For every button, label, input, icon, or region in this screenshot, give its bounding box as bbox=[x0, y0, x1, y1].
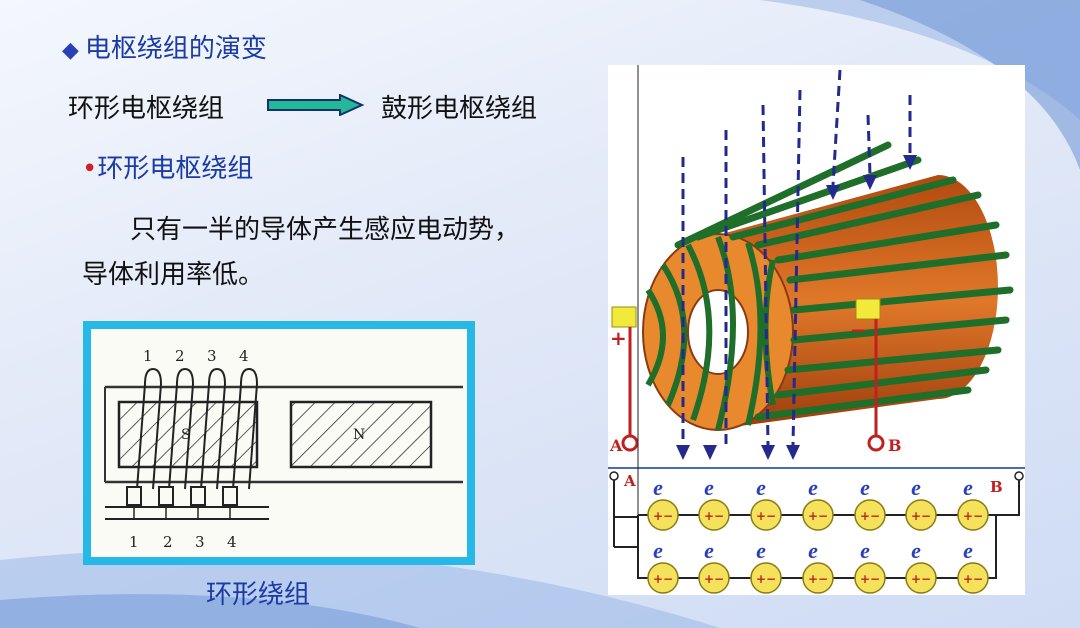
pole-s-label: S bbox=[181, 427, 191, 443]
terminal-a-label: A bbox=[609, 436, 623, 455]
pole-n-box bbox=[289, 400, 433, 469]
heading-text: 电枢绕组的演变 bbox=[84, 34, 267, 64]
cell-2-1: +− bbox=[653, 572, 673, 586]
top-number-4: 4 bbox=[239, 347, 249, 365]
circuit-terminal-a: A bbox=[623, 472, 636, 490]
emf-1-7: e bbox=[963, 475, 973, 500]
emf-2-7: e bbox=[963, 538, 973, 563]
emf-2-4: e bbox=[808, 538, 818, 563]
brush-a bbox=[611, 306, 637, 328]
ring-winding-figure: S N bbox=[83, 321, 475, 565]
slide-heading: ◆电枢绕组的演变 bbox=[62, 28, 267, 65]
emf-1-3: e bbox=[756, 475, 766, 500]
cell-2-6: +− bbox=[911, 572, 931, 586]
bottom-number-3: 3 bbox=[195, 533, 205, 551]
top-number-3: 3 bbox=[207, 347, 217, 365]
emf-1-2: e bbox=[704, 475, 714, 500]
cell-2-7: +− bbox=[963, 572, 983, 586]
cell-1-3: +− bbox=[756, 509, 776, 523]
armature-diagram: + − A B A B bbox=[608, 65, 1025, 594]
cell-1-2: +− bbox=[704, 509, 724, 523]
bullet-dot-icon: • bbox=[82, 154, 98, 184]
ring-winding-diagram: S N bbox=[104, 347, 463, 551]
bottom-number-2: 2 bbox=[163, 533, 173, 551]
cell-1-6: +− bbox=[911, 509, 931, 523]
evolution-from: 环形电枢绕组 bbox=[68, 94, 225, 124]
emf-1-1: e bbox=[653, 475, 663, 500]
cell-1-5: +− bbox=[860, 509, 880, 523]
emf-2-3: e bbox=[756, 538, 766, 563]
emf-2-2: e bbox=[704, 538, 714, 563]
paragraph-line-1: 只有一半的导体产生感应电动势， bbox=[130, 215, 521, 245]
emf-1-5: e bbox=[860, 475, 870, 500]
cell-2-2: +− bbox=[704, 572, 724, 586]
top-number-1: 1 bbox=[143, 347, 153, 365]
ring-winding-canvas: S N bbox=[91, 329, 467, 557]
bottom-number-1: 1 bbox=[129, 533, 139, 551]
brush-b bbox=[855, 298, 881, 320]
terminal-b-label: B bbox=[888, 436, 902, 455]
diamond-bullet-icon: ◆ bbox=[62, 38, 79, 63]
top-number-2: 2 bbox=[175, 347, 185, 365]
right-arrow-icon bbox=[267, 94, 365, 116]
emf-1-4: e bbox=[808, 475, 818, 500]
armature-illustration: + − A B A B bbox=[608, 65, 1025, 595]
emf-1-6: e bbox=[911, 475, 921, 500]
evolution-to: 鼓形电枢绕组 bbox=[381, 94, 538, 124]
emf-2-1: e bbox=[653, 538, 663, 563]
emf-circuit: A B +− +− bbox=[608, 65, 1025, 594]
cell-1-7: +− bbox=[963, 509, 983, 523]
cell-2-4: +− bbox=[808, 572, 828, 586]
plus-sign: + bbox=[610, 326, 627, 350]
paragraph-line-2: 导体利用率低。 bbox=[82, 260, 265, 290]
bottom-number-4: 4 bbox=[227, 533, 237, 551]
figure-caption: 环形绕组 bbox=[206, 580, 311, 610]
pole-n-label: N bbox=[353, 427, 365, 443]
cell-2-3: +− bbox=[756, 572, 776, 586]
emf-2-6: e bbox=[911, 538, 921, 563]
cell-2-5: +− bbox=[860, 572, 880, 586]
sub-heading-text: 环形电枢绕组 bbox=[97, 154, 254, 184]
cell-1-1: +− bbox=[653, 509, 673, 523]
cell-1-4: +− bbox=[808, 509, 828, 523]
sub-heading: •环形电枢绕组 bbox=[82, 148, 253, 185]
emf-2-5: e bbox=[860, 538, 870, 563]
description-paragraph: 只有一半的导体产生感应电动势， 导体利用率低。 bbox=[82, 208, 572, 298]
circuit-terminal-b: B bbox=[990, 478, 1003, 496]
minus-sign: − bbox=[850, 318, 867, 342]
